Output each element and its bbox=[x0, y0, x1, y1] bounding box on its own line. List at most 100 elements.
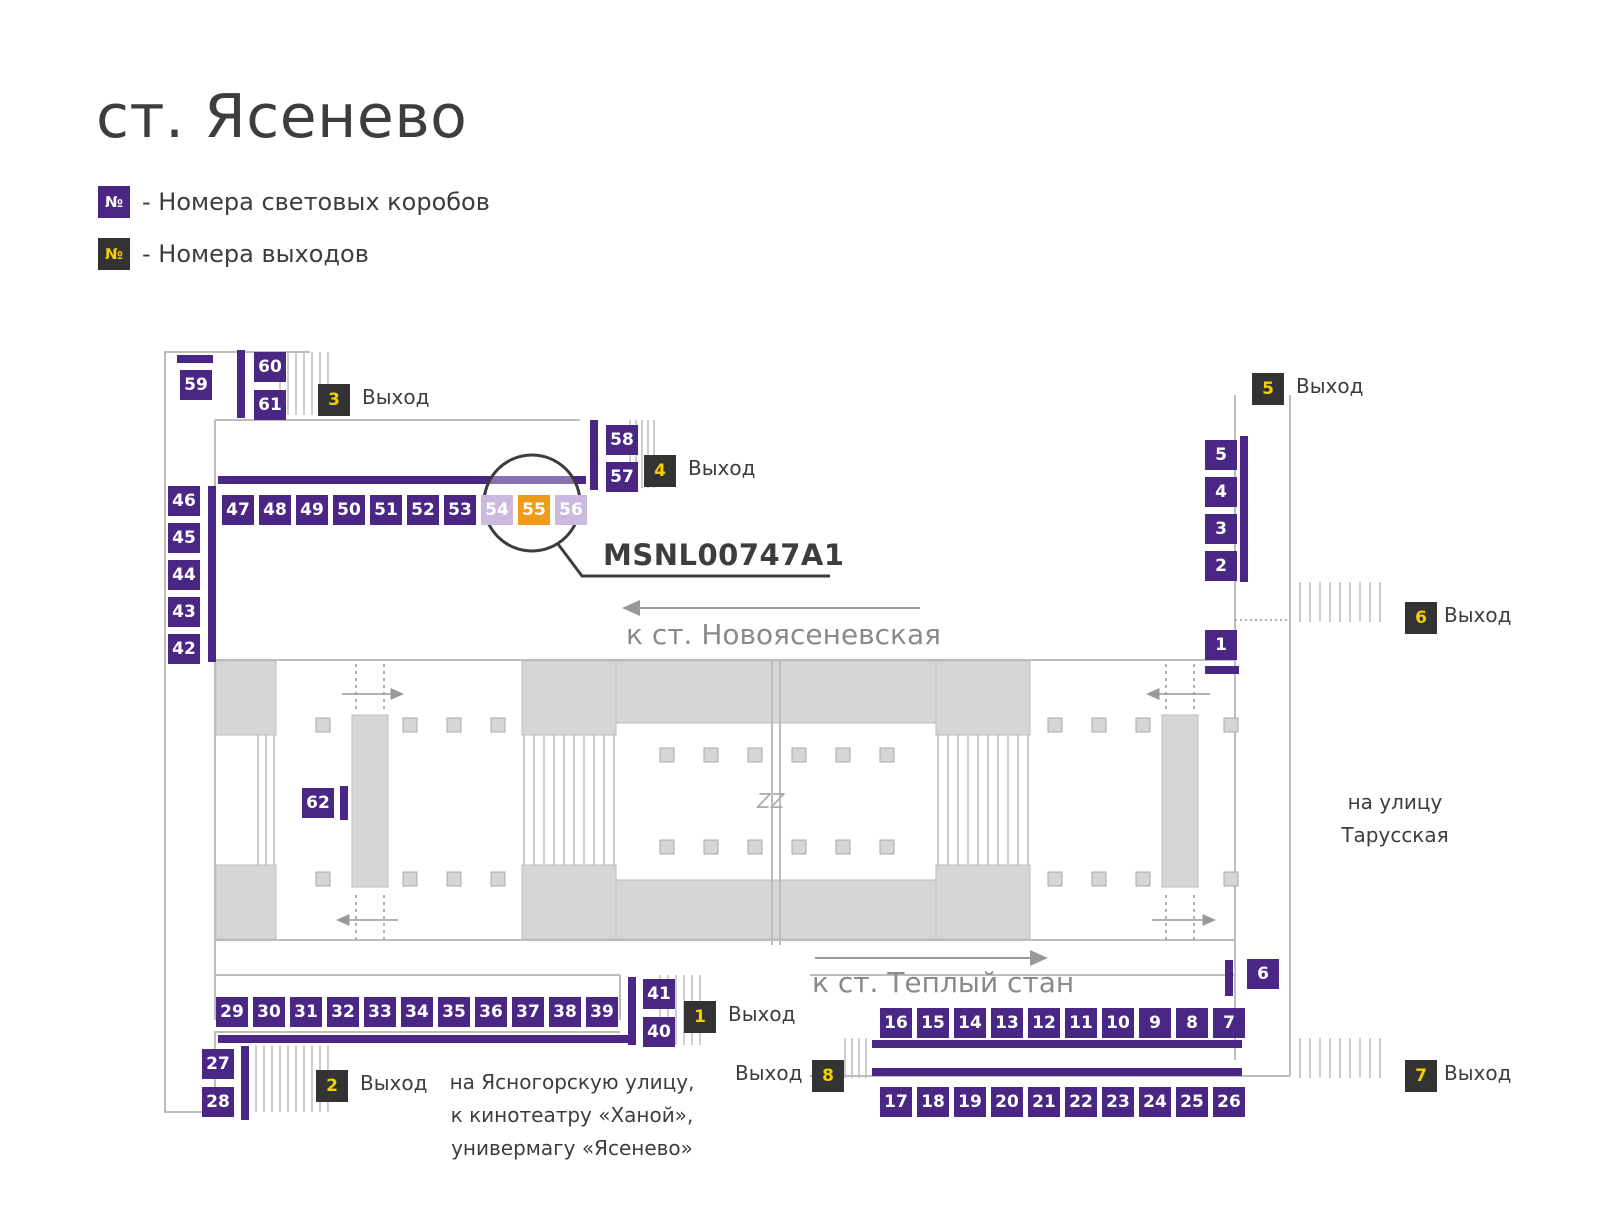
column-pillar bbox=[1091, 871, 1107, 887]
light-box-62[interactable]: 62 bbox=[302, 788, 334, 818]
light-box-19[interactable]: 19 bbox=[954, 1087, 986, 1117]
column-pillar bbox=[747, 839, 763, 855]
exit-badge-2[interactable]: 2 bbox=[316, 1070, 348, 1102]
lightbox-frame bbox=[872, 1068, 1242, 1076]
light-box-47[interactable]: 47 bbox=[222, 495, 254, 525]
light-box-27[interactable]: 27 bbox=[202, 1049, 234, 1079]
light-box-50[interactable]: 50 bbox=[333, 495, 365, 525]
exit-label-1: Выход bbox=[728, 1002, 796, 1026]
note-south-line: на Ясногорскую улицу, bbox=[449, 1070, 695, 1094]
exit-label-8: Выход bbox=[735, 1061, 803, 1085]
light-box-37[interactable]: 37 bbox=[512, 997, 544, 1027]
direction-south-label: к ст. Теплый стан bbox=[812, 966, 1075, 999]
exit-badge-6[interactable]: 6 bbox=[1405, 602, 1437, 634]
light-box-46[interactable]: 46 bbox=[168, 486, 200, 516]
column-pillar bbox=[1223, 871, 1239, 887]
light-box-2[interactable]: 2 bbox=[1205, 551, 1237, 581]
light-box-28[interactable]: 28 bbox=[202, 1087, 234, 1117]
light-box-58[interactable]: 58 bbox=[606, 425, 638, 455]
light-box-14[interactable]: 14 bbox=[954, 1008, 986, 1038]
column-pillar bbox=[879, 747, 895, 763]
light-box-38[interactable]: 38 bbox=[549, 997, 581, 1027]
exit-badge-8[interactable]: 8 bbox=[812, 1060, 844, 1092]
light-box-12[interactable]: 12 bbox=[1028, 1008, 1060, 1038]
light-box-22[interactable]: 22 bbox=[1065, 1087, 1097, 1117]
light-box-3[interactable]: 3 bbox=[1205, 514, 1237, 544]
light-box-51[interactable]: 51 bbox=[370, 495, 402, 525]
lightbox-frame bbox=[628, 977, 636, 1045]
exit-label-4: Выход bbox=[688, 456, 756, 480]
lightbox-frame bbox=[237, 350, 245, 418]
light-box-33[interactable]: 33 bbox=[364, 997, 396, 1027]
light-box-53[interactable]: 53 bbox=[444, 495, 476, 525]
exit-badge-1[interactable]: 1 bbox=[684, 1001, 716, 1033]
light-box-16[interactable]: 16 bbox=[880, 1008, 912, 1038]
light-box-56[interactable]: 56 bbox=[555, 495, 587, 525]
light-box-7[interactable]: 7 bbox=[1213, 1008, 1245, 1038]
light-box-45[interactable]: 45 bbox=[168, 523, 200, 553]
light-box-52[interactable]: 52 bbox=[407, 495, 439, 525]
lightbox-frame bbox=[1205, 666, 1239, 674]
light-box-24[interactable]: 24 bbox=[1139, 1087, 1171, 1117]
light-box-34[interactable]: 34 bbox=[401, 997, 433, 1027]
light-box-25[interactable]: 25 bbox=[1176, 1087, 1208, 1117]
light-box-43[interactable]: 43 bbox=[168, 597, 200, 627]
column-pillar bbox=[659, 747, 675, 763]
light-box-48[interactable]: 48 bbox=[259, 495, 291, 525]
column-pillar bbox=[747, 747, 763, 763]
column-pillar bbox=[446, 871, 462, 887]
light-box-55[interactable]: 55 bbox=[518, 495, 550, 525]
light-box-10[interactable]: 10 bbox=[1102, 1008, 1134, 1038]
exit-label-6: Выход bbox=[1444, 603, 1512, 627]
light-box-40[interactable]: 40 bbox=[643, 1017, 675, 1047]
light-box-6[interactable]: 6 bbox=[1247, 959, 1279, 989]
light-box-4[interactable]: 4 bbox=[1205, 477, 1237, 507]
light-box-1[interactable]: 1 bbox=[1205, 630, 1237, 660]
exit-label-7: Выход bbox=[1444, 1061, 1512, 1085]
light-box-8[interactable]: 8 bbox=[1176, 1008, 1208, 1038]
lightbox-frame bbox=[241, 1046, 249, 1120]
exit-badge-5[interactable]: 5 bbox=[1252, 373, 1284, 405]
light-box-30[interactable]: 30 bbox=[253, 997, 285, 1027]
exit-label-5: Выход bbox=[1296, 374, 1364, 398]
exit-badge-4[interactable]: 4 bbox=[644, 455, 676, 487]
column-pillar bbox=[490, 717, 506, 733]
light-box-9[interactable]: 9 bbox=[1139, 1008, 1171, 1038]
light-box-21[interactable]: 21 bbox=[1028, 1087, 1060, 1117]
light-box-5[interactable]: 5 bbox=[1205, 440, 1237, 470]
light-box-17[interactable]: 17 bbox=[880, 1087, 912, 1117]
light-box-32[interactable]: 32 bbox=[327, 997, 359, 1027]
light-box-39[interactable]: 39 bbox=[586, 997, 618, 1027]
light-box-57[interactable]: 57 bbox=[606, 462, 638, 492]
light-box-18[interactable]: 18 bbox=[917, 1087, 949, 1117]
light-box-15[interactable]: 15 bbox=[917, 1008, 949, 1038]
light-box-42[interactable]: 42 bbox=[168, 634, 200, 664]
lightbox-frame bbox=[208, 486, 216, 662]
light-box-35[interactable]: 35 bbox=[438, 997, 470, 1027]
light-box-60[interactable]: 60 bbox=[254, 352, 286, 382]
light-box-59[interactable]: 59 bbox=[180, 370, 212, 400]
light-box-26[interactable]: 26 bbox=[1213, 1087, 1245, 1117]
column-pillar bbox=[835, 839, 851, 855]
light-box-23[interactable]: 23 bbox=[1102, 1087, 1134, 1117]
light-box-11[interactable]: 11 bbox=[1065, 1008, 1097, 1038]
column-pillar bbox=[835, 747, 851, 763]
light-box-54[interactable]: 54 bbox=[481, 495, 513, 525]
column-pillar bbox=[1135, 871, 1151, 887]
light-box-20[interactable]: 20 bbox=[991, 1087, 1023, 1117]
light-box-44[interactable]: 44 bbox=[168, 560, 200, 590]
note-south-line: универмагу «Ясенево» bbox=[451, 1136, 693, 1160]
light-box-41[interactable]: 41 bbox=[643, 979, 675, 1009]
light-box-31[interactable]: 31 bbox=[290, 997, 322, 1027]
light-box-61[interactable]: 61 bbox=[254, 390, 286, 420]
lightbox-frame bbox=[218, 1035, 632, 1043]
light-box-36[interactable]: 36 bbox=[475, 997, 507, 1027]
exit-badge-3[interactable]: 3 bbox=[318, 384, 350, 416]
lightbox-frame bbox=[590, 420, 598, 490]
light-box-29[interactable]: 29 bbox=[216, 997, 248, 1027]
exit-badge-7[interactable]: 7 bbox=[1405, 1060, 1437, 1092]
light-box-13[interactable]: 13 bbox=[991, 1008, 1023, 1038]
column-pillar bbox=[659, 839, 675, 855]
column-pillar bbox=[703, 839, 719, 855]
light-box-49[interactable]: 49 bbox=[296, 495, 328, 525]
